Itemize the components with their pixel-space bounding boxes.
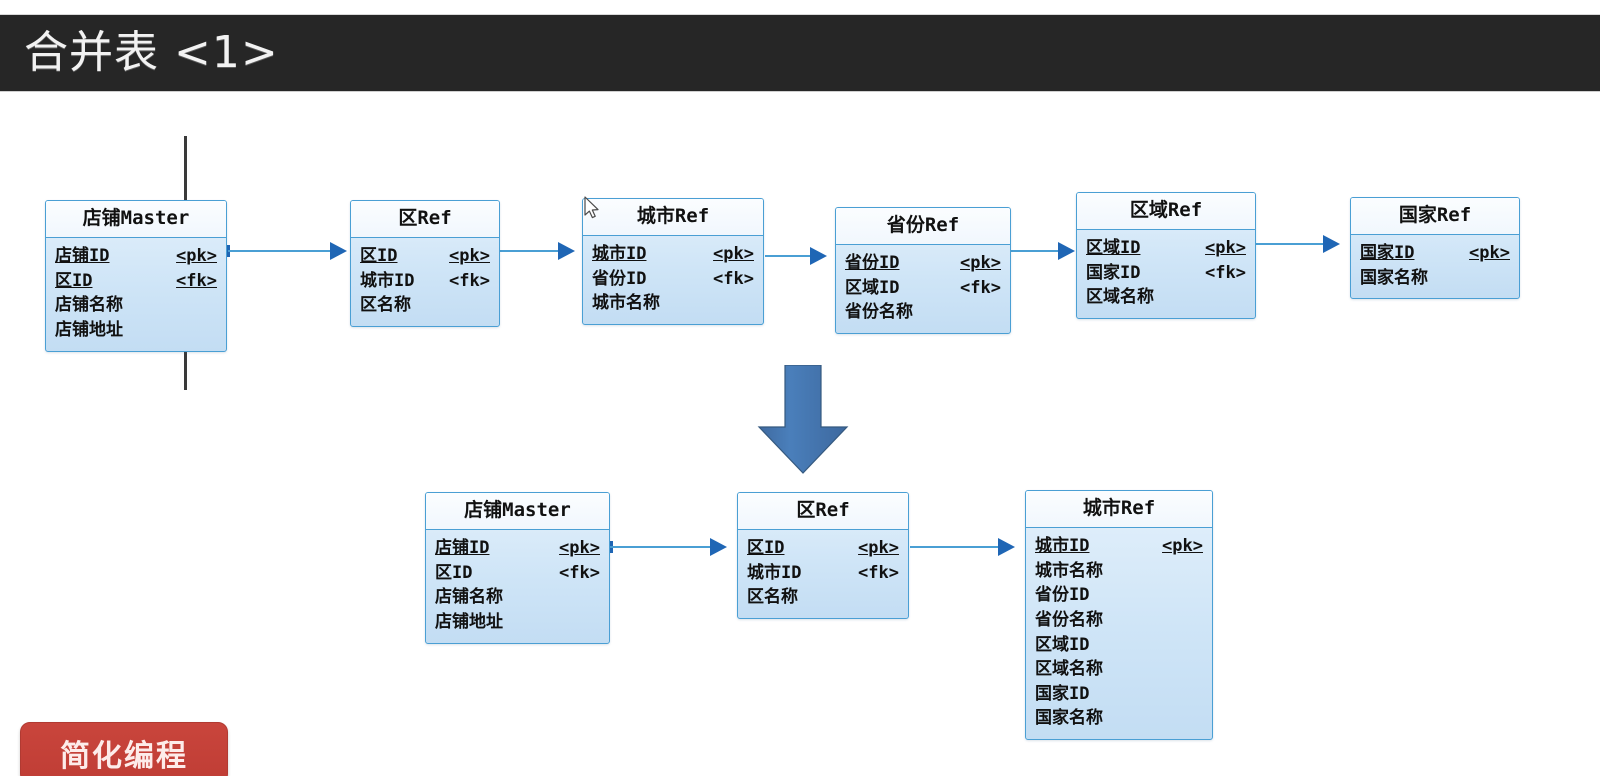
entity-attribute-list: 城市ID <pk> 省份ID <fk> 城市名称	[583, 236, 763, 324]
mouse-cursor-icon	[584, 196, 599, 219]
connector-line-2	[500, 250, 558, 252]
entity-attribute: 国家ID <pk>	[1360, 243, 1510, 263]
connector-arrow-5	[1323, 235, 1340, 253]
entity-region-ref-top[interactable]: 区域Ref 区域ID <pk> 国家ID <fk> 区域名称	[1076, 192, 1256, 319]
connector-line-b1	[610, 546, 710, 548]
entity-attribute: 城市ID <pk>	[592, 244, 754, 264]
title-banner: 合并表 <1>	[0, 14, 1600, 92]
entity-attribute: 店铺地址	[55, 319, 123, 340]
entity-attribute: 店铺ID <pk>	[55, 246, 217, 266]
connector-arrow-1	[330, 242, 347, 260]
entity-title: 区Ref	[351, 201, 499, 238]
entity-attribute: 区名称	[360, 295, 411, 316]
page-title: 合并表 <1>	[24, 27, 279, 78]
entity-district-ref-bottom[interactable]: 区Ref 区ID <pk> 城市ID <fk> 区名称	[737, 492, 909, 619]
entity-attribute: 省份名称	[845, 302, 913, 323]
entity-attribute: 省份ID <pk>	[845, 253, 1001, 273]
entity-title: 城市Ref	[1026, 491, 1212, 528]
entity-attribute: 区域名称	[1035, 659, 1103, 680]
entity-attribute: 城市ID <pk>	[1035, 536, 1203, 556]
entity-attribute: 国家ID	[1035, 683, 1090, 704]
connector-line-1	[228, 250, 330, 252]
entity-attribute-list: 区ID <pk> 城市ID <fk> 区名称	[351, 238, 499, 326]
entity-attribute: 店铺地址	[435, 611, 503, 632]
entity-attribute-list: 省份ID <pk> 区域ID <fk> 省份名称	[836, 245, 1010, 333]
entity-attribute-list: 区域ID <pk> 国家ID <fk> 区域名称	[1077, 230, 1255, 318]
entity-attribute: 城市ID <fk>	[360, 270, 490, 291]
entity-attribute-list: 国家ID <pk> 国家名称	[1351, 235, 1519, 298]
entity-attribute-list: 店铺ID <pk> 区ID <fk> 店铺名称 店铺地址	[46, 238, 226, 351]
entity-attribute: 店铺名称	[435, 587, 503, 608]
entity-attribute: 区ID <fk>	[435, 562, 600, 583]
entity-attribute: 店铺ID <pk>	[435, 538, 600, 558]
entity-attribute-list: 区ID <pk> 城市ID <fk> 区名称	[738, 530, 908, 618]
entity-province-ref-top[interactable]: 省份Ref 省份ID <pk> 区域ID <fk> 省份名称	[835, 207, 1011, 334]
connector-arrow-b2	[998, 538, 1015, 556]
entity-attribute: 国家ID <fk>	[1086, 262, 1246, 283]
entity-title: 店铺Master	[46, 201, 226, 238]
entity-attribute: 区名称	[747, 587, 798, 608]
entity-title: 省份Ref	[836, 208, 1010, 245]
entity-shop-master-top[interactable]: 店铺Master 店铺ID <pk> 区ID <fk> 店铺名称 店铺地址	[45, 200, 227, 352]
connector-arrow-4	[1058, 242, 1075, 260]
connector-line-b2	[910, 546, 998, 548]
entity-attribute: 城市名称	[592, 293, 660, 314]
entity-title: 店铺Master	[426, 493, 609, 530]
entity-attribute: 区域名称	[1086, 287, 1154, 308]
entity-attribute: 城市名称	[1035, 560, 1103, 581]
entity-attribute: 区域ID	[1035, 634, 1090, 655]
entity-attribute: 区域ID <fk>	[845, 277, 1001, 298]
connector-arrow-2	[558, 242, 575, 260]
entity-attribute: 区ID <fk>	[55, 270, 217, 291]
entity-attribute: 店铺名称	[55, 295, 123, 316]
merge-down-arrow-icon	[757, 365, 849, 474]
connector-arrow-3	[810, 247, 827, 265]
entity-attribute: 省份ID <fk>	[592, 268, 754, 289]
entity-attribute: 省份名称	[1035, 609, 1103, 630]
connector-line-4	[1010, 250, 1058, 252]
entity-shop-master-bottom[interactable]: 店铺Master 店铺ID <pk> 区ID <fk> 店铺名称 店铺地址	[425, 492, 610, 644]
entity-title: 区Ref	[738, 493, 908, 530]
entity-city-ref-top[interactable]: 城市Ref 城市ID <pk> 省份ID <fk> 城市名称	[582, 198, 764, 325]
entity-attribute: 区ID <pk>	[360, 246, 490, 266]
entity-attribute: 国家名称	[1360, 267, 1428, 288]
entity-title: 区域Ref	[1077, 193, 1255, 230]
entity-attribute: 省份ID	[1035, 585, 1090, 606]
connector-arrow-b1	[710, 538, 727, 556]
guide-line-top	[184, 136, 187, 202]
entity-attribute: 城市ID <fk>	[747, 562, 899, 583]
connector-line-5	[1255, 243, 1323, 245]
entity-title: 国家Ref	[1351, 198, 1519, 235]
connector-line-3	[765, 255, 810, 257]
entity-attribute: 国家名称	[1035, 708, 1103, 729]
entity-attribute-list: 店铺ID <pk> 区ID <fk> 店铺名称 店铺地址	[426, 530, 609, 643]
brand-badge: 简化编程	[20, 722, 228, 776]
brand-badge-label: 简化编程	[60, 739, 188, 774]
entity-attribute-list: 城市ID <pk> 城市名称 省份ID 省份名称 区域ID 区域名称 国家ID	[1026, 528, 1212, 739]
entity-attribute: 区ID <pk>	[747, 538, 899, 558]
entity-attribute: 区域ID <pk>	[1086, 238, 1246, 258]
entity-country-ref-top[interactable]: 国家Ref 国家ID <pk> 国家名称	[1350, 197, 1520, 300]
entity-city-ref-bottom-merged[interactable]: 城市Ref 城市ID <pk> 城市名称 省份ID 省份名称 区域ID 区域名称	[1025, 490, 1213, 741]
entity-district-ref-top[interactable]: 区Ref 区ID <pk> 城市ID <fk> 区名称	[350, 200, 500, 327]
guide-line-bottom	[184, 338, 187, 390]
entity-title: 城市Ref	[583, 199, 763, 236]
